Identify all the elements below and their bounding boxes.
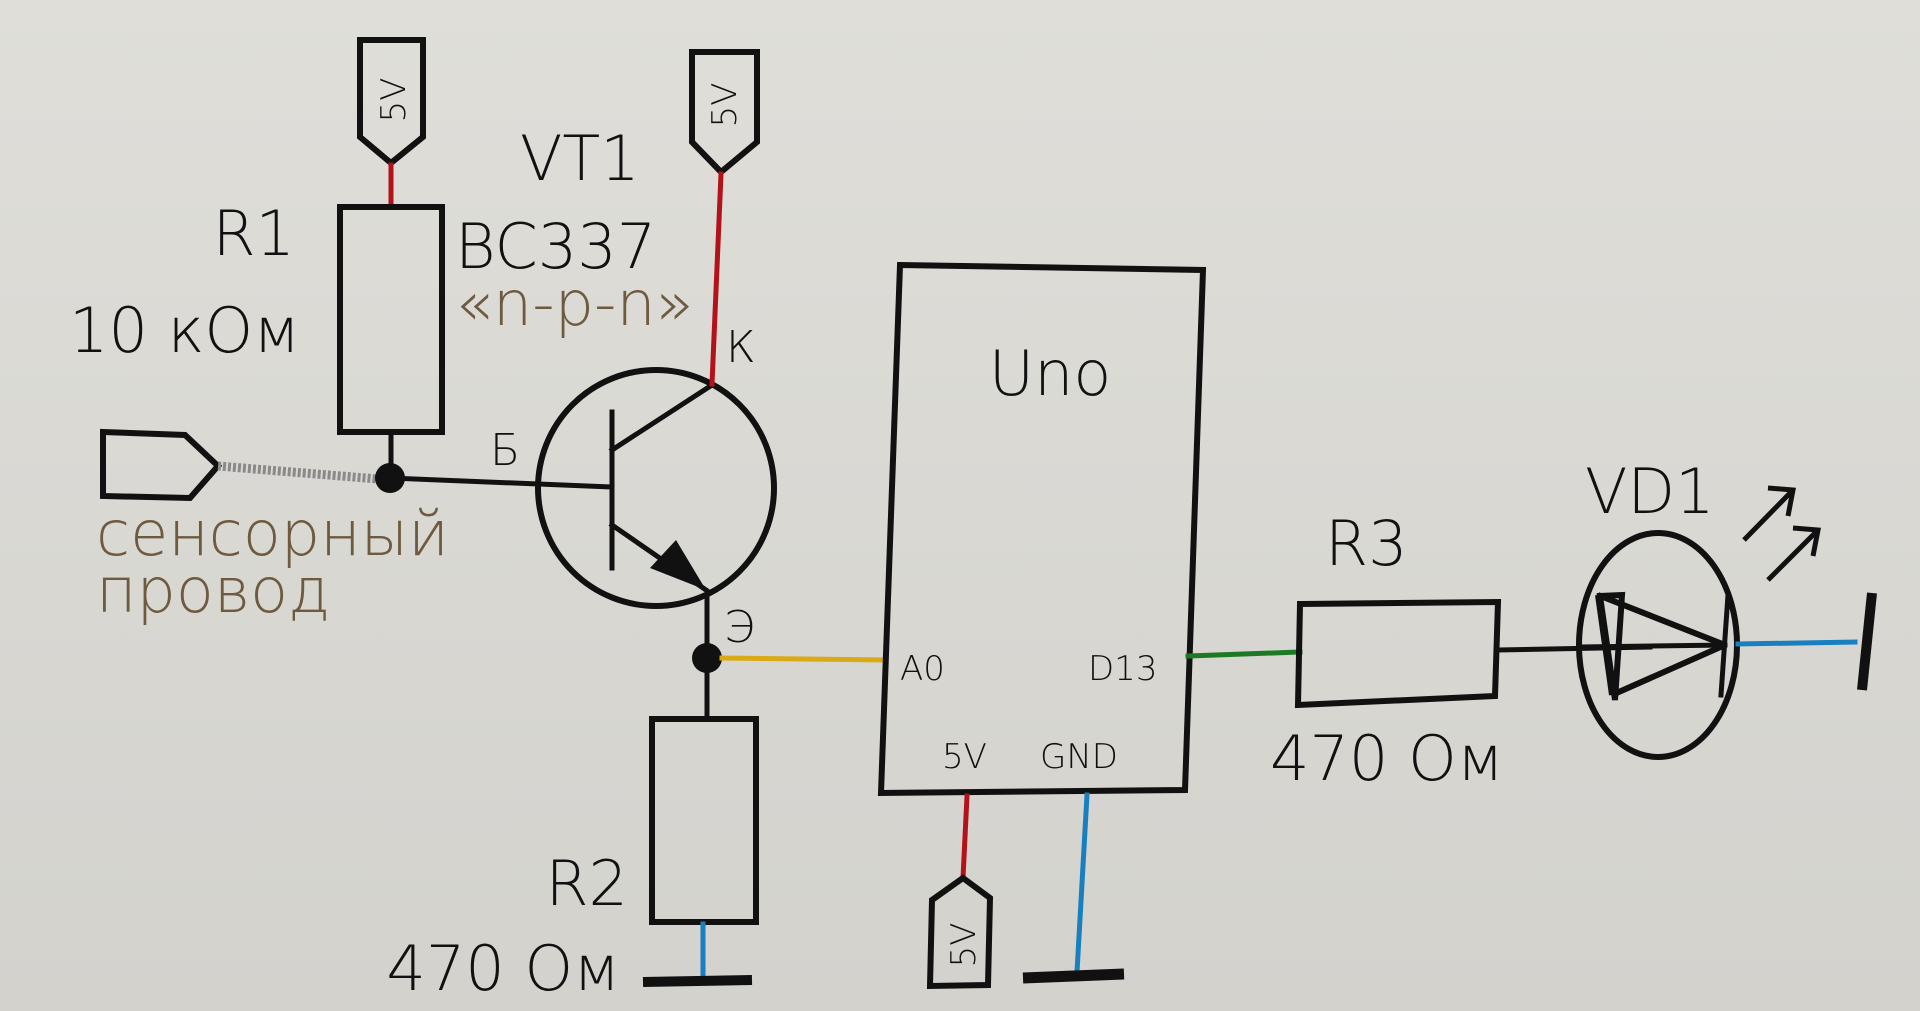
led-ground-symbol (1857, 592, 1877, 691)
power-flag-shape (689, 49, 760, 177)
vd1-ref-label: VD1 (1585, 455, 1715, 528)
uno-pin-a0-label: A0 (900, 649, 945, 689)
r2-value-label: 470 Ом (386, 932, 620, 1005)
vt1-base-pin-label: Б (490, 425, 520, 476)
vt1-transistor (535, 367, 777, 609)
vt1-type-label: «n-p-n» (455, 267, 694, 340)
r2-resistor-body (649, 716, 759, 925)
sensor-connector-shape (100, 428, 223, 502)
vt1-collector-pin-label: К (726, 322, 756, 373)
vt1-ref-label: VT1 (520, 122, 640, 195)
r2-ref-label: R2 (545, 847, 628, 920)
r1-value-label: 10 кОм (69, 294, 300, 367)
r1-power-flag: 5V (357, 37, 426, 167)
r3-value-label: 470 Ом (1270, 722, 1504, 795)
emitter-arrow-icon (650, 540, 706, 590)
power-flag-label: 5V (374, 78, 414, 123)
emitter-junction-dot (692, 643, 722, 673)
r2-ground-symbol (642, 975, 753, 987)
light-arrow-icon (1766, 525, 1821, 582)
r3-ref-label: R3 (1325, 507, 1408, 580)
sensor-label-line2: провод (96, 554, 330, 627)
uno-power-flag: 5V (926, 874, 994, 990)
wire-uno-5v (960, 793, 970, 881)
wire-base (387, 475, 615, 490)
wire-a0 (719, 655, 888, 663)
r1-ref-label: R1 (212, 197, 295, 270)
vt1-part-label: BC337 (455, 210, 656, 283)
uno-ground-symbol (1022, 968, 1125, 984)
r1-resistor-body (337, 204, 445, 435)
r3-resistor-body (1294, 598, 1502, 709)
sensor-connector (100, 428, 223, 502)
sensor-label-line1: сенсорный (96, 497, 449, 570)
power-flag-shape (926, 874, 994, 990)
uno-pin-gnd-label: GND (1040, 737, 1118, 777)
transistor-collector-lead (608, 381, 716, 454)
wire-5v-collector (709, 171, 724, 387)
light-arrow-icon (1742, 485, 1796, 542)
wire-uno-gnd (1074, 792, 1090, 975)
uno-pin-5v-label: 5V (942, 737, 987, 777)
vt1-emitter-pin-label: Э (724, 602, 755, 653)
uno-board: Uno A0 D13 5V GND (877, 261, 1207, 797)
power-flag-label: 5V (944, 923, 984, 968)
led-cathode-bar (1718, 592, 1731, 698)
wire-led-gnd (1735, 639, 1858, 647)
vd1-led (1576, 485, 1821, 760)
power-flag-shape (357, 37, 426, 167)
vt1-power-flag: 5V (689, 49, 760, 177)
uno-pin-d13-label: D13 (1088, 649, 1157, 689)
uno-name-label: Uno (989, 337, 1112, 410)
wire-d13 (1185, 649, 1303, 659)
uno-board-outline (877, 261, 1207, 797)
sensor-wire (217, 461, 391, 485)
power-flag-label: 5V (705, 83, 745, 128)
transistor-envelope (535, 367, 777, 609)
led-axis-line (1577, 642, 1728, 650)
